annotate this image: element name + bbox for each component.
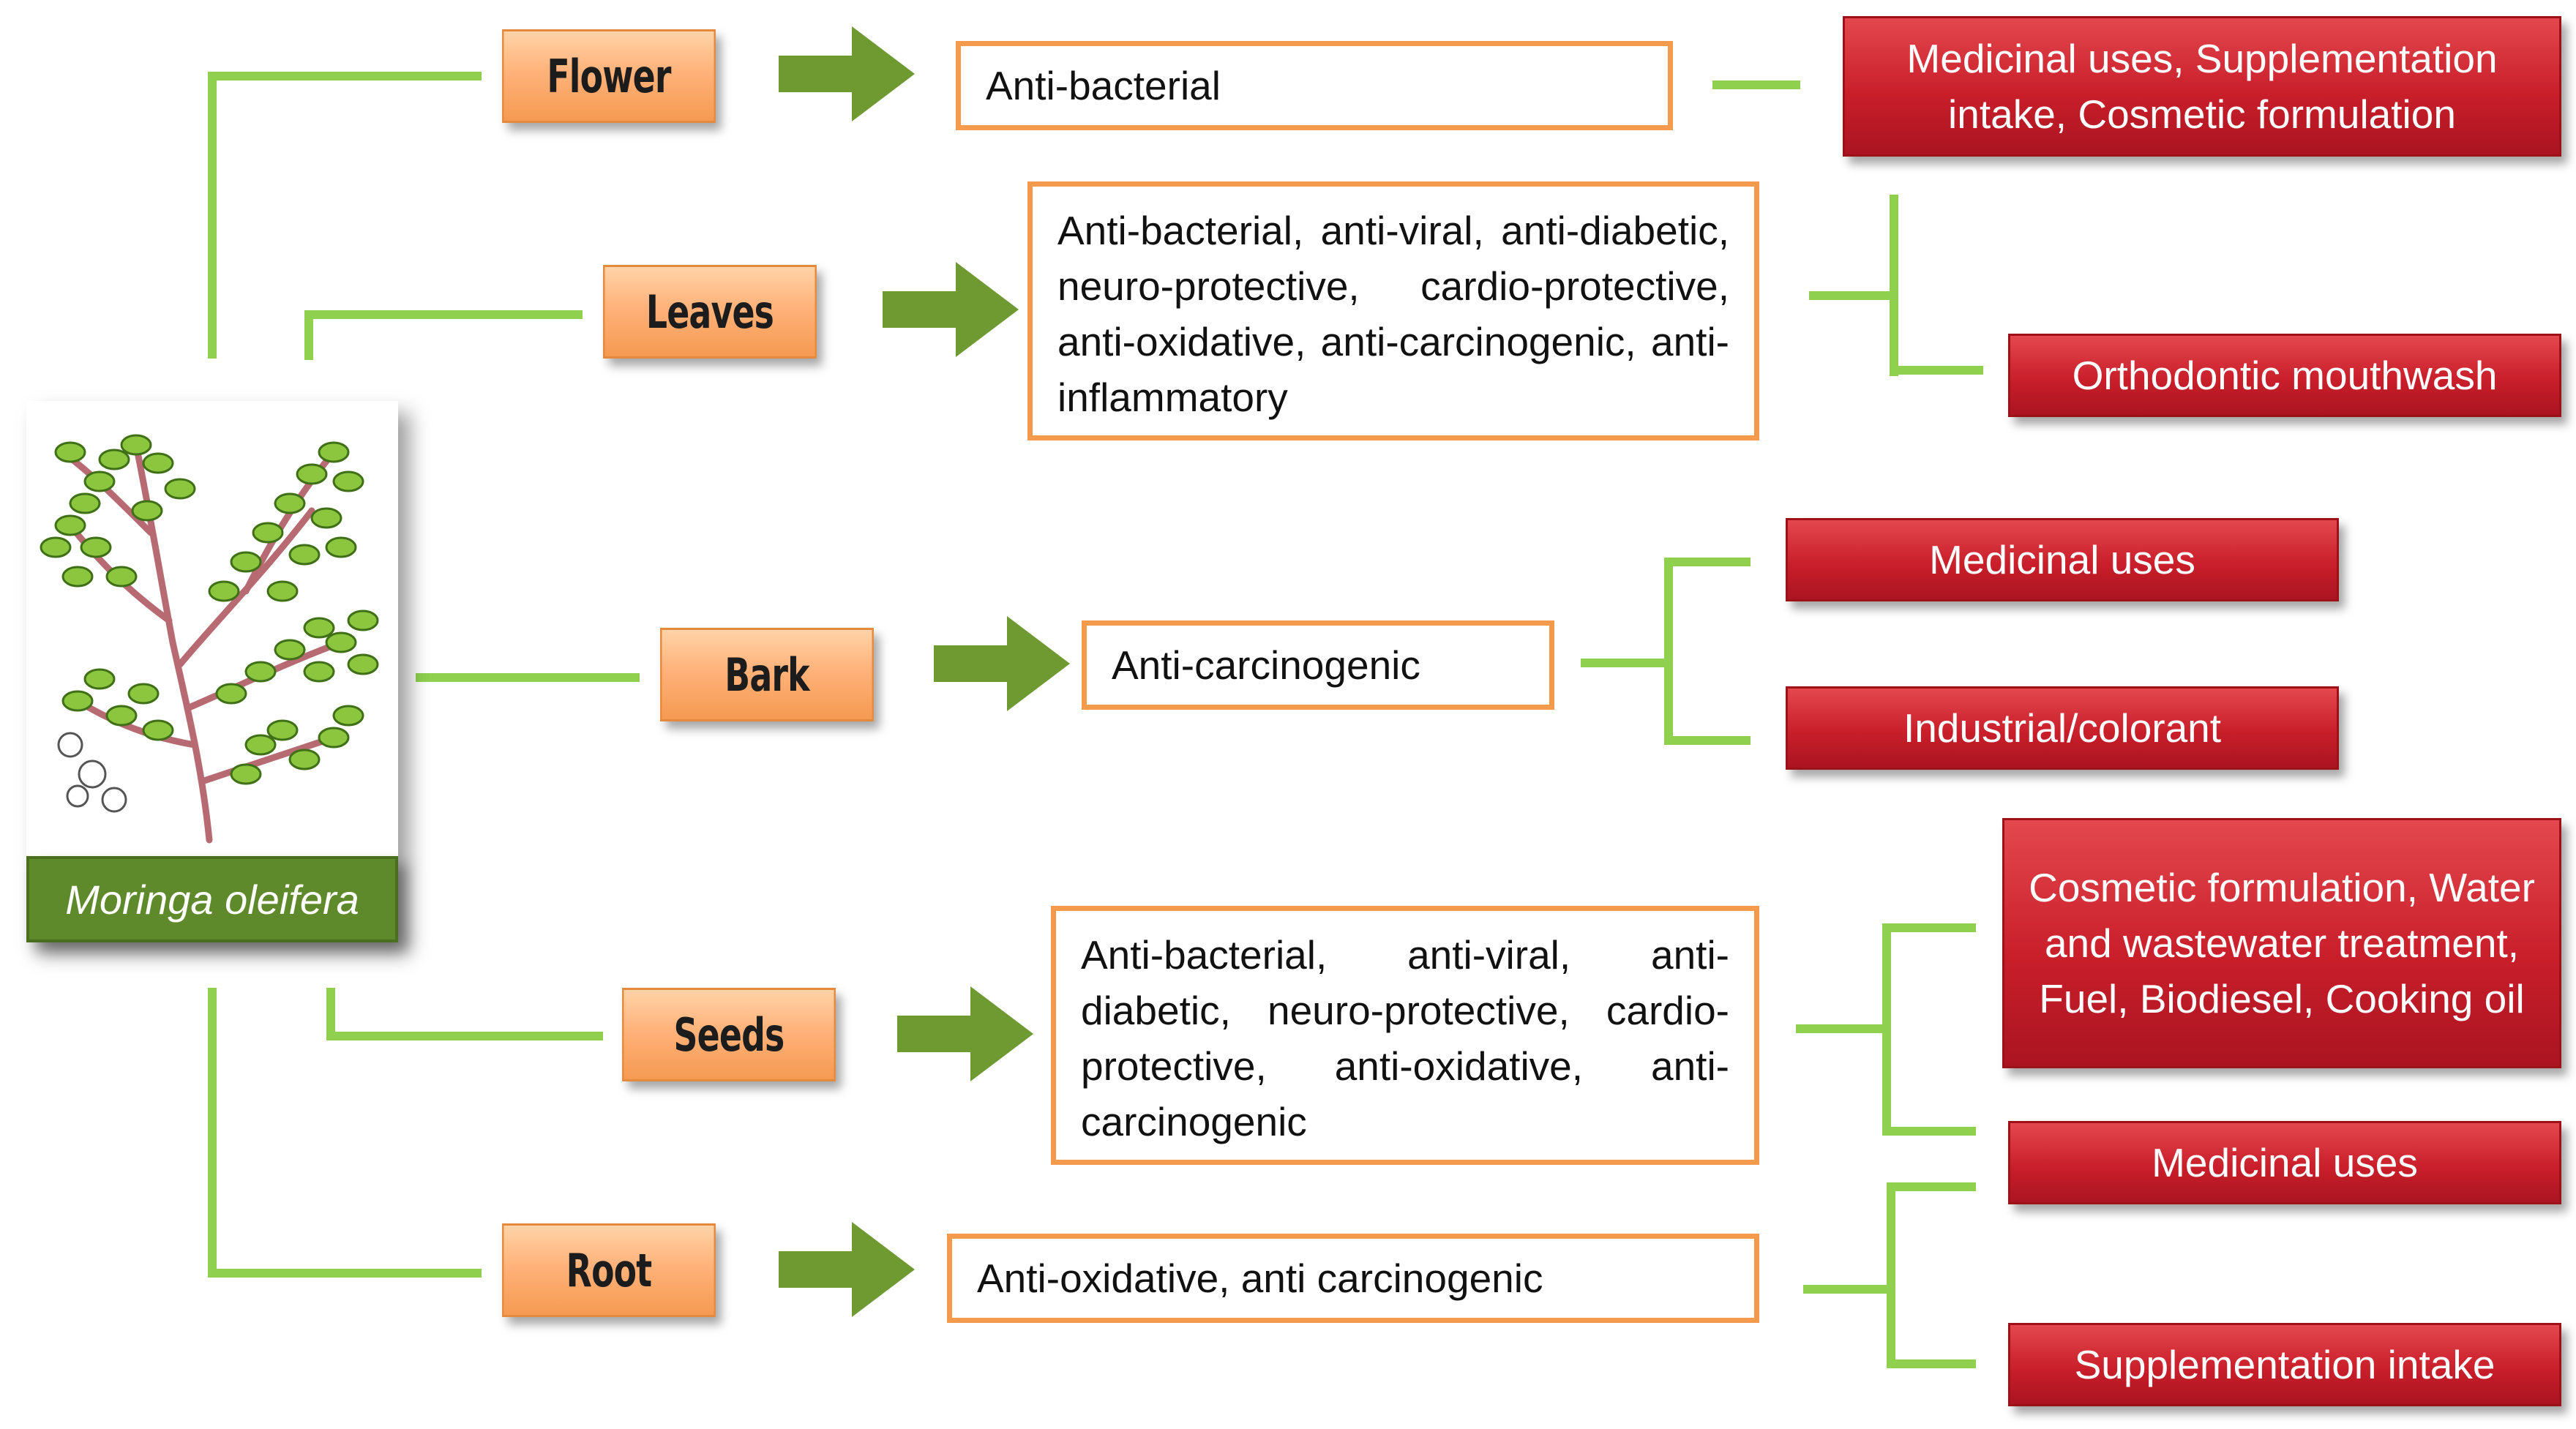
connector-line (1796, 1024, 1887, 1033)
use-box-bark-0: Medicinal uses (1786, 518, 2339, 601)
property-box-seeds: Anti-bacterial, anti-viral, anti-diabeti… (1051, 906, 1759, 1165)
part-box-leaves: Leaves (603, 265, 817, 359)
connector-line (208, 72, 217, 359)
connector-line (304, 310, 313, 360)
connector-line (1890, 195, 1898, 376)
use-box-flower-0: Medicinal uses, Supplementation intake, … (1843, 16, 2561, 157)
connector-line (326, 1032, 603, 1040)
use-box-bark-1: Industrial/colorant (1786, 686, 2339, 770)
connector-line (1882, 1127, 1976, 1136)
connector-line (208, 988, 217, 1278)
arrow-right-icon (883, 262, 1019, 357)
moringa-branch-illustration (40, 434, 379, 844)
use-box-leaves-0: Orthodontic mouthwash (2008, 334, 2561, 417)
property-box-root: Anti-oxidative, anti carcinogenic (947, 1234, 1759, 1323)
use-box-seeds-0: Cosmetic formulation, Water and wastewat… (2002, 818, 2561, 1068)
plant-name-label: Moringa oleifera (26, 856, 398, 942)
connector-line (326, 988, 335, 1040)
connector-line (208, 1269, 482, 1278)
connector-line (1809, 291, 1897, 300)
connector-line (1887, 1182, 1895, 1368)
part-box-root: Root (502, 1223, 716, 1317)
part-box-seeds: Seeds (622, 988, 836, 1081)
part-box-flower: Flower (502, 29, 716, 123)
plant-illustration-card (26, 401, 398, 942)
connector-line (1887, 1359, 1976, 1368)
use-box-seeds-1: Medicinal uses (2008, 1121, 2561, 1204)
connector-line (1581, 659, 1670, 667)
property-text: Anti-bacterial (986, 63, 1221, 108)
connector-line (1664, 558, 1673, 745)
property-box-bark: Anti-carcinogenic (1082, 620, 1554, 710)
connector-line (1890, 366, 1983, 375)
arrow-right-icon (779, 26, 915, 121)
property-box-leaves: Anti-bacterial, anti-viral, anti-diabeti… (1027, 181, 1759, 440)
arrow-right-icon (897, 986, 1033, 1081)
connector-line (1712, 80, 1800, 89)
connector-line (1664, 736, 1751, 745)
connector-line (304, 310, 583, 319)
connector-line (416, 673, 640, 682)
connector-line (1882, 923, 1976, 932)
property-text: Anti-oxidative, anti carcinogenic (977, 1256, 1543, 1301)
connector-line (1887, 1182, 1976, 1191)
use-box-root-0: Supplementation intake (2008, 1323, 2561, 1406)
property-text: Anti-bacterial, anti-viral, anti-diabeti… (1057, 208, 1729, 420)
arrow-right-icon (934, 616, 1070, 711)
connector-line (1882, 923, 1891, 1134)
property-text: Anti-bacterial, anti-viral, anti-diabeti… (1081, 932, 1729, 1144)
property-text: Anti-carcinogenic (1112, 642, 1420, 688)
connector-line (1664, 558, 1751, 566)
connector-line (208, 72, 482, 80)
arrow-right-icon (779, 1222, 915, 1317)
connector-line (1803, 1285, 1892, 1294)
part-box-bark: Bark (660, 628, 874, 721)
property-box-flower: Anti-bacterial (956, 41, 1673, 130)
